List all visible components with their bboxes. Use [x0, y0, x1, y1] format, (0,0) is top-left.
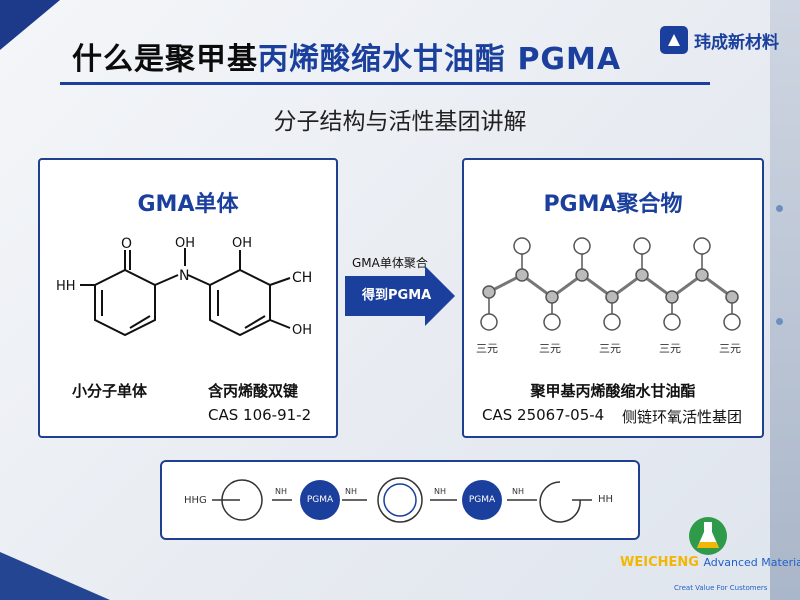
- watermark-brand-a: WEI: [620, 555, 649, 570]
- atom-label: N: [179, 268, 189, 284]
- unit-label: 三元: [476, 342, 498, 355]
- pgma-chain-diagram: 三元 三元 三元 三元 三元: [476, 237, 741, 355]
- flow-small-label: NH: [512, 487, 524, 496]
- flow-small-label: NH: [434, 487, 446, 496]
- watermark-brand: WEICHENG Advanced Material: [620, 555, 800, 570]
- polymerization-arrow: [345, 266, 455, 326]
- arrow-label-top: GMA单体聚合: [352, 256, 428, 270]
- flow-diagram: [212, 477, 592, 523]
- flask-logo-icon: [689, 517, 727, 555]
- flow-small-label: NH: [275, 487, 287, 496]
- atom-label: OH: [292, 323, 312, 338]
- caption-pgma-fullname: 聚甲基丙烯酸缩水甘油酯: [530, 382, 696, 400]
- page-title: 什么是聚甲基丙烯酸缩水甘油酯 PGMA: [72, 34, 621, 78]
- title-part-black: 什么是聚甲基: [72, 42, 258, 77]
- unit-label: 三元: [539, 342, 561, 355]
- panel-title-pgma: PGMA聚合物: [543, 192, 683, 217]
- gma-monomer-panel: GMA单体 O OH OH HH N CH OH 小分子单体 含丙烯酸双键 CA…: [38, 158, 338, 438]
- unit-label: 三元: [659, 342, 681, 355]
- caption-cas-gma: CAS 106-91-2: [208, 406, 312, 424]
- unit-label: 三元: [719, 342, 741, 355]
- atom-label: CH: [292, 270, 312, 286]
- caption-epoxy-group: 侧链环氧活性基团: [622, 408, 743, 426]
- atom-label: HH: [56, 279, 76, 294]
- atom-label: OH: [175, 236, 195, 251]
- title-part-blue: 丙烯酸缩水甘油酯 PGMA: [258, 42, 622, 77]
- caption-cas-pgma: CAS 25067-05-4: [482, 406, 605, 424]
- logo-icon: [660, 26, 688, 54]
- logo-text: 玮成新材料: [694, 32, 779, 53]
- caption-acrylic-bond: 含丙烯酸双键: [208, 382, 299, 400]
- panel-title-gma: GMA单体: [137, 192, 239, 217]
- unit-label: 三元: [599, 342, 621, 355]
- flow-small-label: NH: [345, 487, 357, 496]
- flow-node-pgma-2: PGMA: [462, 480, 502, 520]
- decor-dot: [776, 205, 783, 212]
- gma-structure-diagram: O OH OH HH N CH OH: [56, 236, 312, 338]
- logo: 玮成新材料: [660, 26, 779, 54]
- watermark-brand-b: CHENG: [648, 555, 699, 570]
- right-stripe: [770, 0, 800, 600]
- flow-node-pgma-1: PGMA: [300, 480, 340, 520]
- watermark-tagline: Creat Value For Customers: [674, 584, 768, 592]
- arrow-label-inside: 得到PGMA: [362, 288, 432, 303]
- caption-small-monomer: 小分子单体: [72, 382, 148, 400]
- reaction-flow-panel: HHG PGMA PGMA NH NH NH NH HH: [160, 460, 640, 540]
- title-underline: [60, 82, 710, 85]
- decor-dot: [776, 318, 783, 325]
- flow-end-label: HH: [598, 494, 614, 505]
- watermark-brand-c: Advanced Material: [703, 556, 800, 569]
- pgma-polymer-panel: PGMA聚合物 三元 三元 三元 三元 三元 聚甲基丙烯酸缩水甘油酯 CAS 2…: [462, 158, 764, 438]
- atom-label: O: [121, 236, 132, 252]
- subtitle: 分子结构与活性基团讲解: [273, 109, 527, 135]
- flow-start-label: HHG: [184, 495, 207, 506]
- atom-label: OH: [232, 236, 252, 251]
